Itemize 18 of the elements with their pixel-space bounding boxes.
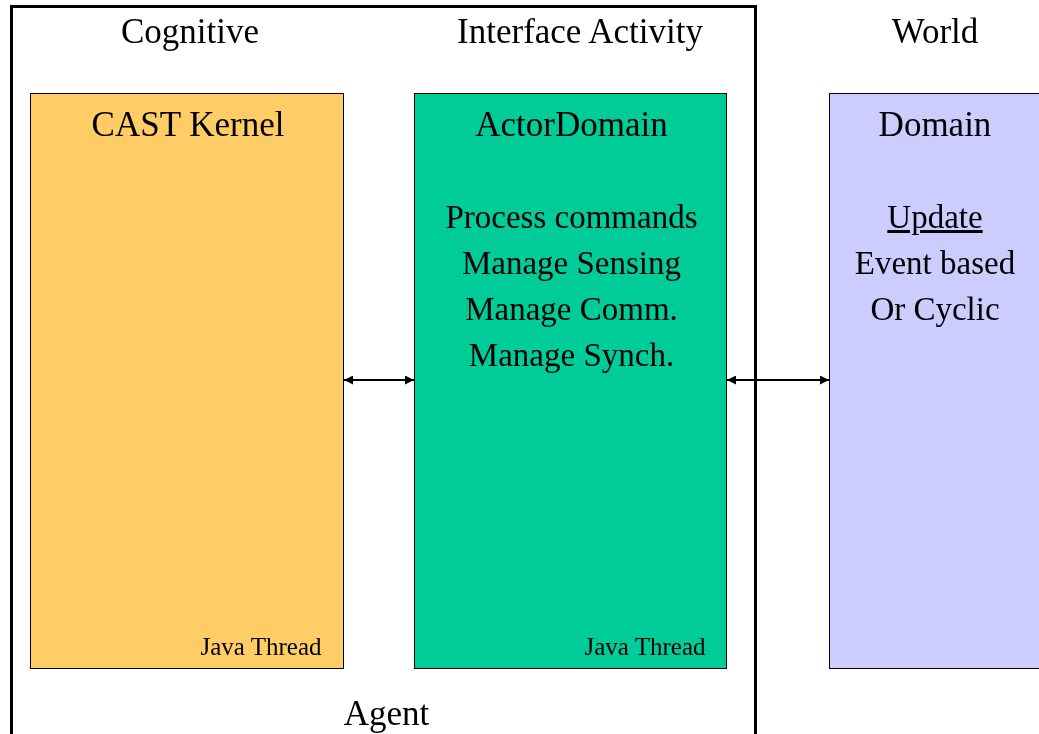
double-arrow xyxy=(343,375,415,385)
thread-note: Java Thread xyxy=(583,632,707,662)
body-text: Update xyxy=(886,198,984,237)
body-text: Event based Or Cyclic xyxy=(853,244,1017,329)
box-title: Domain xyxy=(877,104,993,146)
column-heading: Interface Activity xyxy=(456,12,704,52)
thread-note: Java Thread xyxy=(199,632,323,662)
body-text: Process commands Manage Sensing Manage Comm. Manage Synch. xyxy=(444,198,699,375)
container-label: Agent xyxy=(342,693,431,734)
kernel-box xyxy=(30,93,344,669)
box-title: ActorDomain xyxy=(474,104,669,146)
box-title: CAST Kernel xyxy=(90,104,286,146)
double-arrow xyxy=(726,375,830,385)
domain-box xyxy=(829,93,1039,669)
actor-domain-box xyxy=(414,93,727,669)
column-heading: World xyxy=(890,12,980,52)
column-heading: Cognitive xyxy=(119,12,261,52)
agent-container xyxy=(10,5,757,734)
